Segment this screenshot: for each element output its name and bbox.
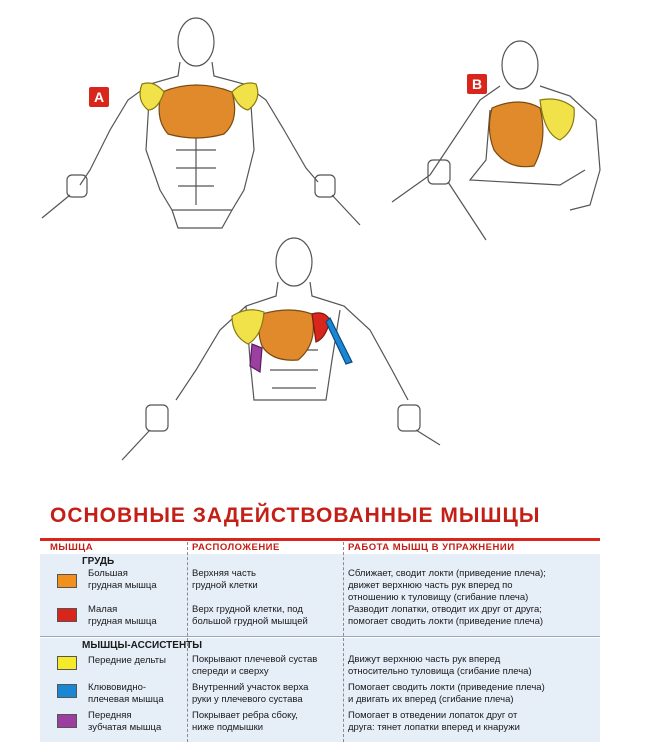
- assist-band: [40, 638, 600, 742]
- figure-b-delt: [539, 98, 575, 141]
- group-primary-label: ГРУДЬ: [82, 556, 115, 567]
- group-divider: [40, 636, 600, 637]
- figure-c-pec: [258, 309, 314, 361]
- figure-a-pec: [158, 84, 236, 139]
- header-work: РАБОТА МЫШЦ В УПРАЖНЕНИИ: [348, 542, 515, 553]
- label-a-badge: A: [89, 87, 109, 107]
- figure-b-pec: [488, 101, 544, 168]
- title-divider: [40, 538, 600, 541]
- figure-a-delt-right: [231, 82, 259, 111]
- column-divider: [187, 542, 188, 742]
- figure-b: [391, 40, 601, 241]
- header-location: РАСПОЛОЖЕНИЕ: [192, 542, 280, 553]
- muscle-legend: ОСНОВНЫЕ ЗАДЕЙСТВОВАННЫЕ МЫШЦЫ МЫШЦА РАС…: [40, 504, 600, 744]
- legend-title: ОСНОВНЫЕ ЗАДЕЙСТВОВАННЫЕ МЫШЦЫ: [50, 504, 541, 527]
- muscle-name: Клювовидно-плечевая мышца: [88, 682, 164, 705]
- column-divider: [343, 542, 344, 742]
- header-muscle: МЫШЦА: [50, 542, 94, 553]
- figure-a: [41, 17, 361, 229]
- primary-band: [40, 554, 600, 636]
- figure-c-delt: [231, 309, 265, 345]
- color-swatch: [57, 714, 77, 728]
- muscle-work: Сближает, сводит локти (приведение плеча…: [348, 568, 546, 603]
- color-swatch: [57, 574, 77, 588]
- color-swatch: [57, 656, 77, 670]
- muscle-work: Разводит лопатки, отводит их друг от дру…: [348, 604, 544, 627]
- figure-c-coracobrachialis: [325, 316, 353, 365]
- muscle-location: Покрывает ребра сбоку,ниже подмышки: [192, 710, 298, 733]
- figure-c-pec-minor: [311, 312, 331, 343]
- figure-c: [121, 237, 441, 461]
- muscle-work: Помогает сводить локти (приведение плеча…: [348, 682, 545, 705]
- exercise-illustration: [41, 17, 601, 461]
- color-swatch: [57, 608, 77, 622]
- label-b-badge: B: [467, 74, 487, 94]
- muscle-name: Передние дельты: [88, 655, 166, 666]
- group-assist-label: МЫШЦЫ-АССИСТЕНТЫ: [82, 640, 203, 651]
- figure-c-serratus: [249, 343, 263, 374]
- color-swatch: [57, 684, 77, 698]
- figure-a-delt-left: [139, 82, 165, 111]
